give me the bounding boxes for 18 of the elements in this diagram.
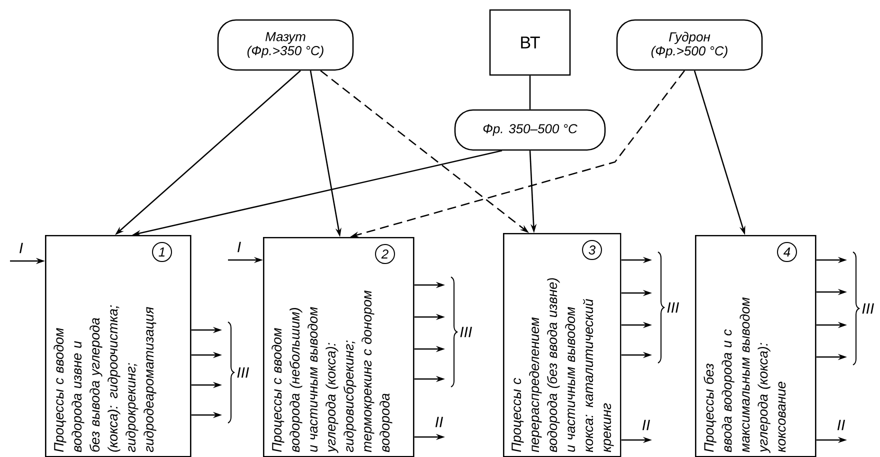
process-box: 3 Процессы с перераспределением водорода (без ввода извне) и частичным выводом кокса: каталитический крекинг [503,233,622,457]
edge-label: II [642,420,650,430]
circled-number: 3 [582,240,602,260]
process-box: 2 Процессы с вводом водорода (небольшим) и частичным выводом углерода (кокса): гидровисбрекинг; термокрекинг с донором водорода [263,237,414,457]
unit-box: ВТ [489,9,571,76]
circled-number: 2 [375,244,395,264]
circled-number: 4 [777,242,797,262]
edge-label: II [837,420,845,430]
output-label: III [862,303,874,314]
output-label: III [460,326,472,338]
process-box: 4 Процессы без ввода водорода и с максимальным выводом углерода (кокса): коксование [695,235,816,457]
edge-label: I [238,242,241,252]
circled-number: 1 [152,242,172,262]
process-box: 1 Процессы с вводом водорода извне и без вывода углерода (кокса): гидроочистка; гидрокрекинг; гидродеароматизация [45,235,192,457]
edge-label: I [20,242,23,254]
edge-label: II [435,416,443,428]
output-label: III [667,302,679,313]
output-label: III [237,367,249,378]
